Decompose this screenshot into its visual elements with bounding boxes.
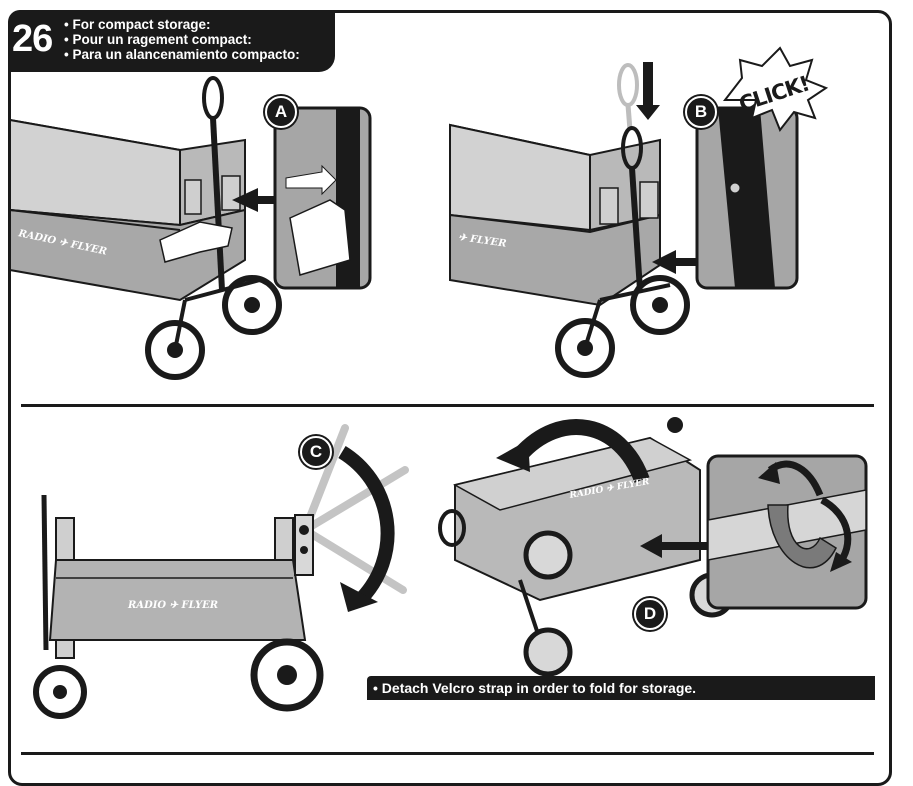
callout-c: C <box>300 436 332 468</box>
instruction-french: • Pour un ragement compact: <box>64 32 252 47</box>
step-number: 26 <box>12 18 53 60</box>
wagon-illustration-c: RADIO ✈ FLYER <box>33 424 409 719</box>
wagon-illustration-b: ✈ FLYER <box>449 46 829 378</box>
section-divider-bottom <box>21 752 874 755</box>
wagon-illustration-d: RADIO ✈ FLYER <box>438 417 868 677</box>
instruction-english: • For compact storage: <box>64 17 211 32</box>
section-divider-top <box>21 404 874 407</box>
callout-d: D <box>634 598 666 630</box>
step-instructions: • For compact storage: • Pour un ragemen… <box>64 17 300 62</box>
instruction-spanish: • Para un alancenamiento compacto: <box>64 47 300 62</box>
illustrations: RADIO ✈ FLYER ✈ FLYER <box>9 46 868 719</box>
brand-logo-c: RADIO ✈ FLYER <box>127 600 218 611</box>
wagon-illustration-a: RADIO ✈ FLYER <box>9 76 372 380</box>
callout-a: A <box>265 96 297 128</box>
callout-b: B <box>685 96 717 128</box>
velcro-note: • Detach Velcro strap in order to fold f… <box>367 676 875 700</box>
step-header: 26 • For compact storage: • Pour un rage… <box>8 10 335 72</box>
